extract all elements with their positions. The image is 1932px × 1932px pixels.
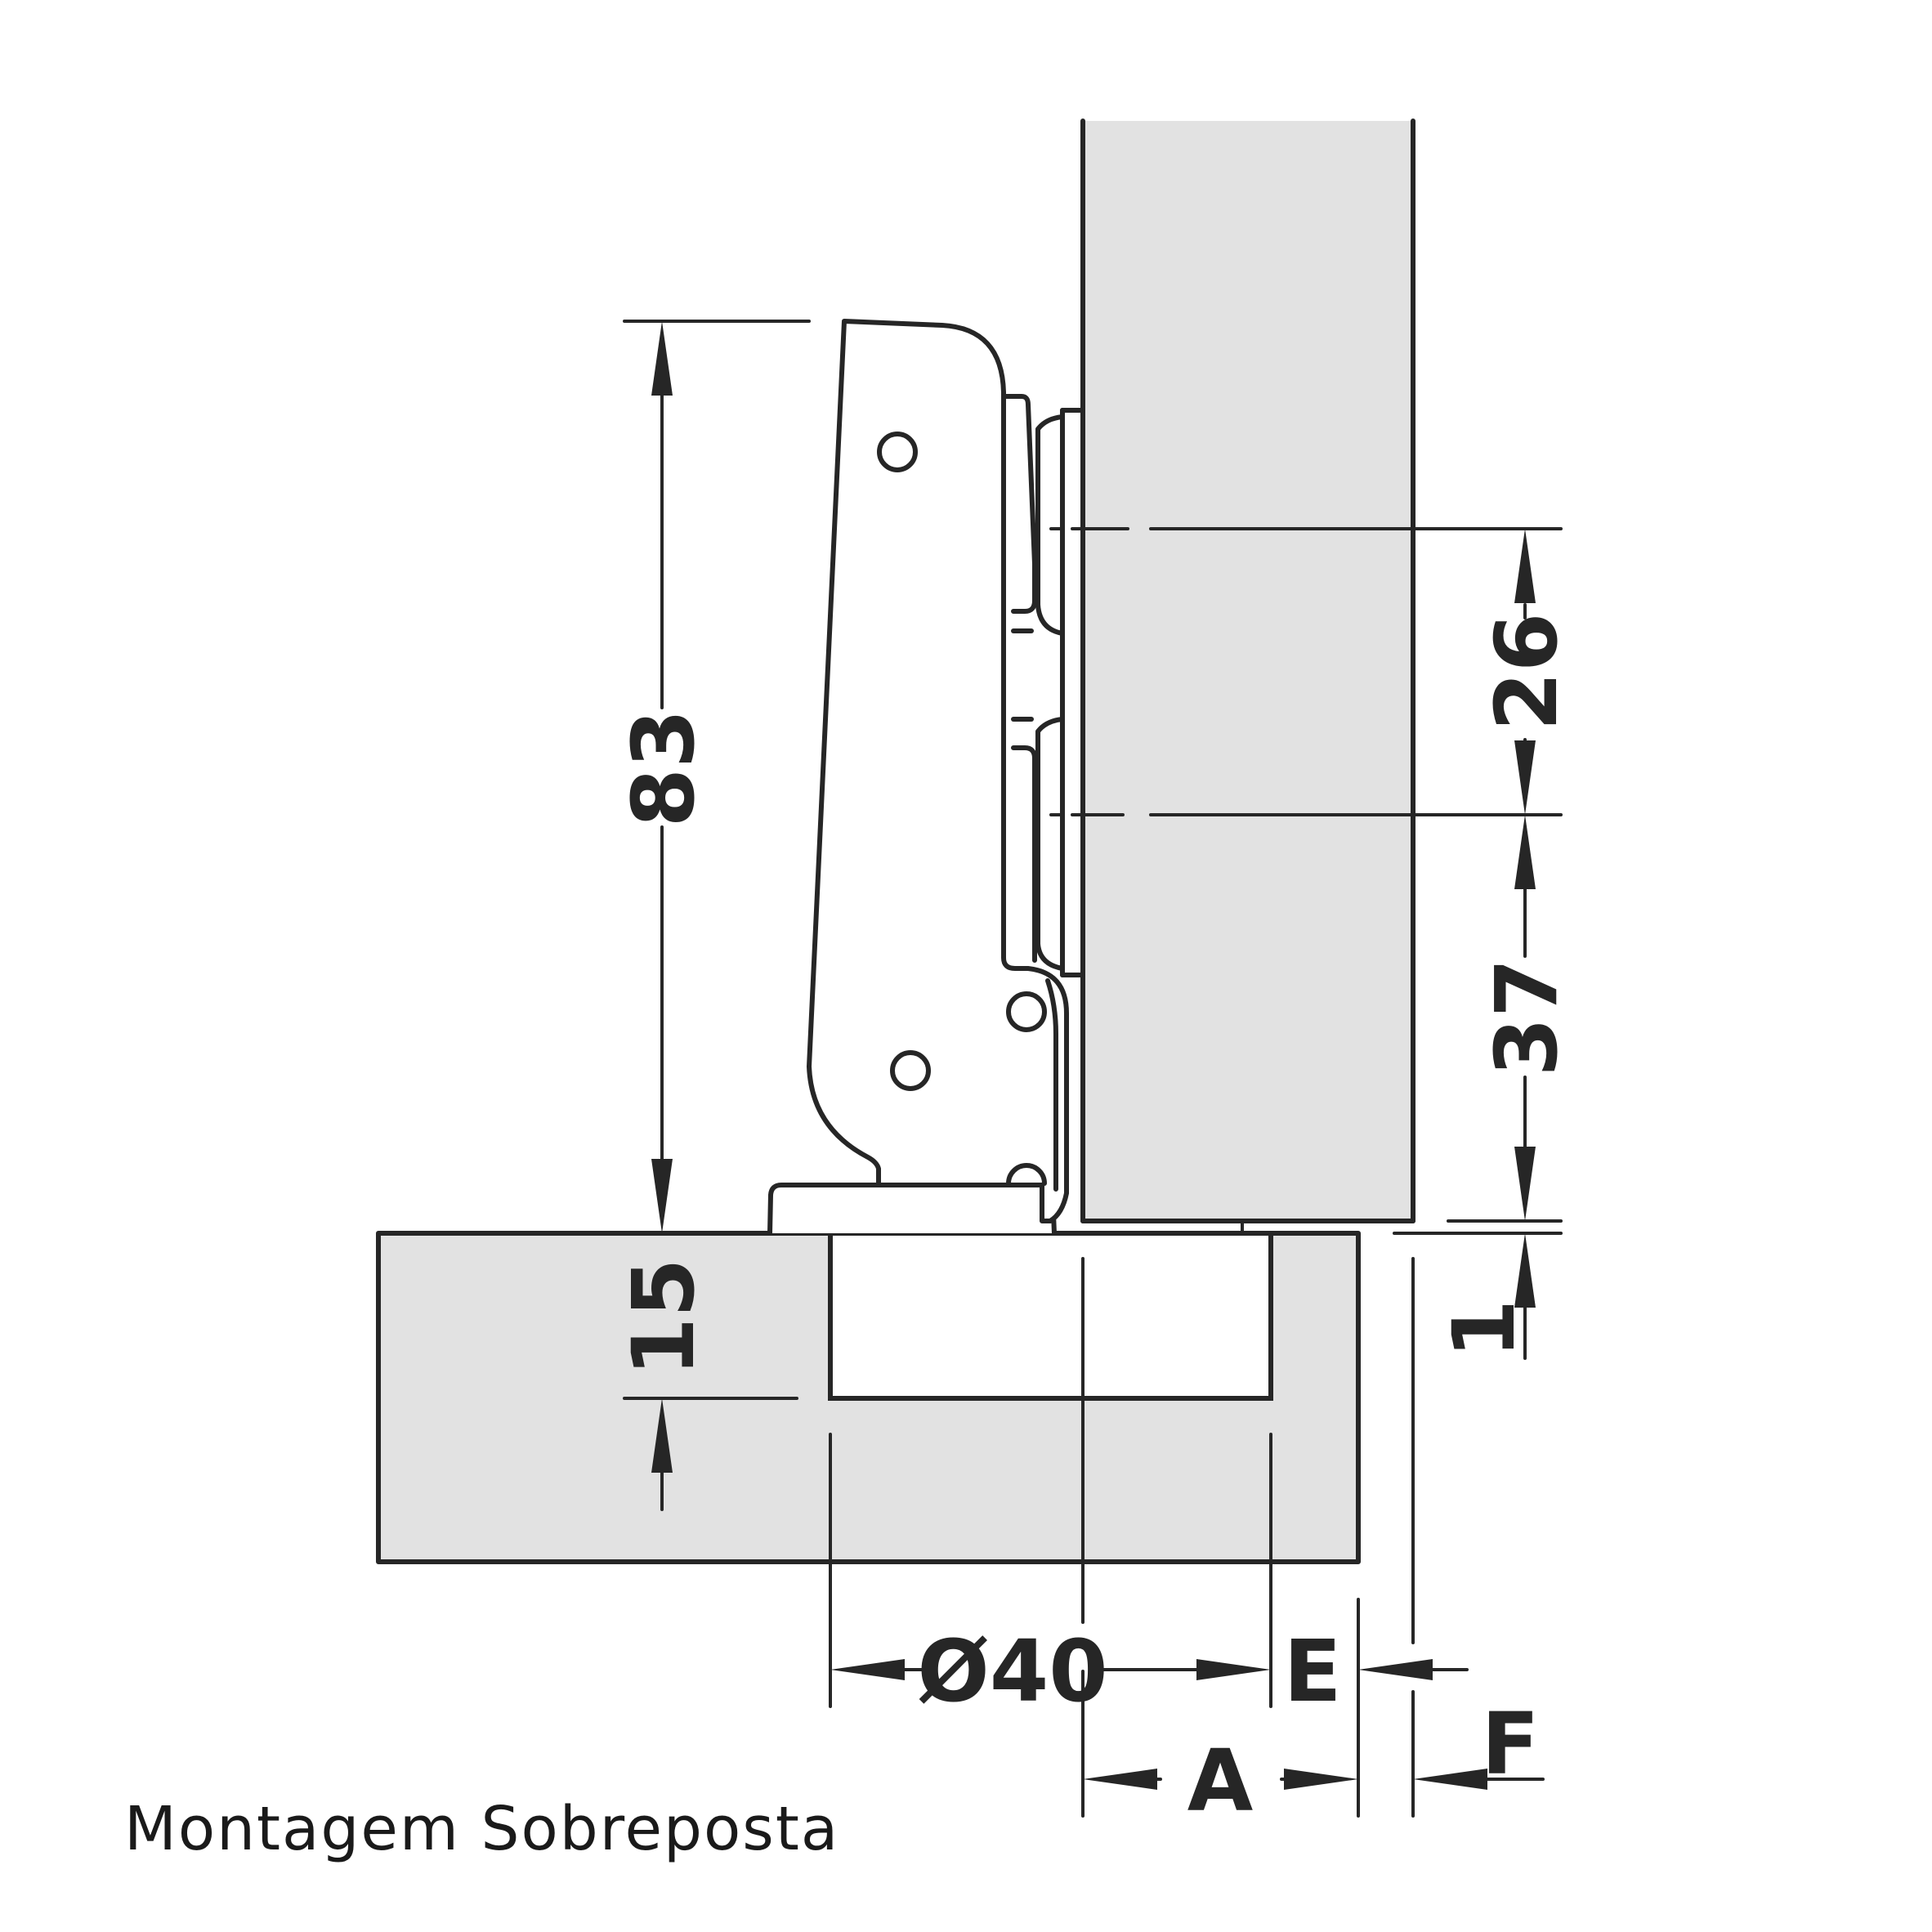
cup-recess [828, 1231, 1273, 1401]
screw-hole-cup [1006, 1163, 1047, 1186]
dim-26: 26 [1477, 529, 1576, 815]
dim-1-label: 1 [1434, 1299, 1534, 1358]
dim-e-label: E [1283, 1621, 1341, 1721]
caption: Montagem Sobreposta [124, 1794, 840, 1864]
dim-diameter-40: Ø40 [830, 1621, 1271, 1721]
cabinet-side-panel [1080, 119, 1415, 1223]
hinge-arm [807, 319, 1069, 1223]
dim-83: 83 [614, 320, 811, 1233]
dim-15: 15 [614, 1259, 798, 1511]
screw-hole-upper [877, 432, 918, 472]
hole-centre-lines [1049, 527, 1563, 816]
dim-15-label: 15 [614, 1259, 713, 1377]
dim-37-label: 37 [1477, 959, 1576, 1077]
extension-lines [829, 1257, 1415, 1818]
dim-diameter-40-label: Ø40 [917, 1621, 1107, 1721]
screw-hole-middle [1006, 991, 1047, 1032]
dim-a: A [1083, 1731, 1358, 1831]
dim-26-label: 26 [1477, 613, 1576, 731]
dim-83-label: 83 [614, 709, 713, 828]
screw-holes [877, 432, 1047, 1186]
dim-e: E [1283, 1621, 1469, 1721]
screw-hole-lower [890, 1050, 931, 1091]
dim-f: F [1413, 1694, 1545, 1794]
dim-f-label: F [1481, 1694, 1539, 1794]
hinge-cup-flange [767, 1183, 1057, 1234]
dim-37: 37 [1477, 815, 1576, 1221]
dim-1: 1 [1393, 1219, 1563, 1360]
mounting-plate [1001, 394, 1244, 1235]
dim-a-label: A [1187, 1731, 1254, 1831]
